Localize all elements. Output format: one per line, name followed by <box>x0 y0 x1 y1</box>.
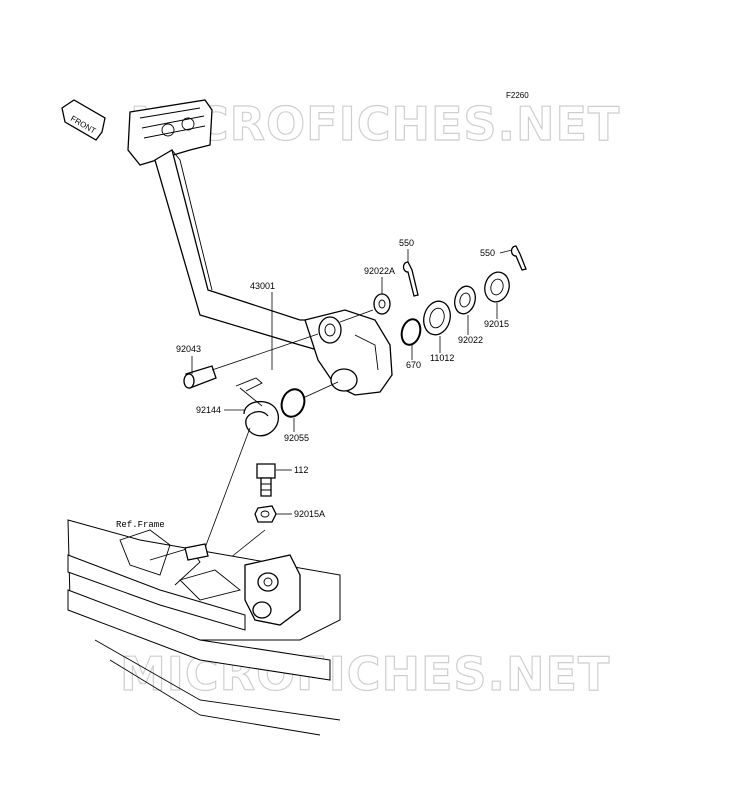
seal-11012 <box>423 300 451 336</box>
label-11012: 11012 <box>430 353 454 363</box>
ref-frame-label: Ref.Frame <box>116 520 165 530</box>
bolt-112 <box>256 463 276 497</box>
pivot-pin <box>183 365 217 389</box>
label-670: 670 <box>406 360 421 370</box>
label-92043: 92043 <box>176 344 201 354</box>
front-arrow-icon: FRONT <box>61 99 106 141</box>
label-92015: 92015 <box>484 319 509 329</box>
label-92022A: 92022A <box>364 266 395 276</box>
label-92055: 92055 <box>284 433 309 443</box>
label-43001: 43001 <box>250 281 275 291</box>
nut-92015A <box>254 505 277 523</box>
label-92144: 92144 <box>196 405 221 415</box>
collar-92015 <box>484 271 510 303</box>
cotter-pin-left <box>402 261 419 297</box>
o-ring-670 <box>400 318 422 346</box>
figure-code: F2260 <box>506 91 529 100</box>
washer-92022 <box>454 285 476 315</box>
o-ring-92055 <box>280 388 306 418</box>
return-spring <box>235 377 279 437</box>
label-92015A: 92015A <box>294 509 325 519</box>
label-550-left: 550 <box>399 238 414 248</box>
brake-pedal <box>127 99 393 396</box>
label-550-right: 550 <box>480 248 495 258</box>
frame <box>67 519 341 736</box>
cotter-pin-right <box>510 245 527 271</box>
label-92022: 92022 <box>458 335 483 345</box>
label-112: 112 <box>294 465 308 475</box>
washer-92022A <box>373 293 391 315</box>
